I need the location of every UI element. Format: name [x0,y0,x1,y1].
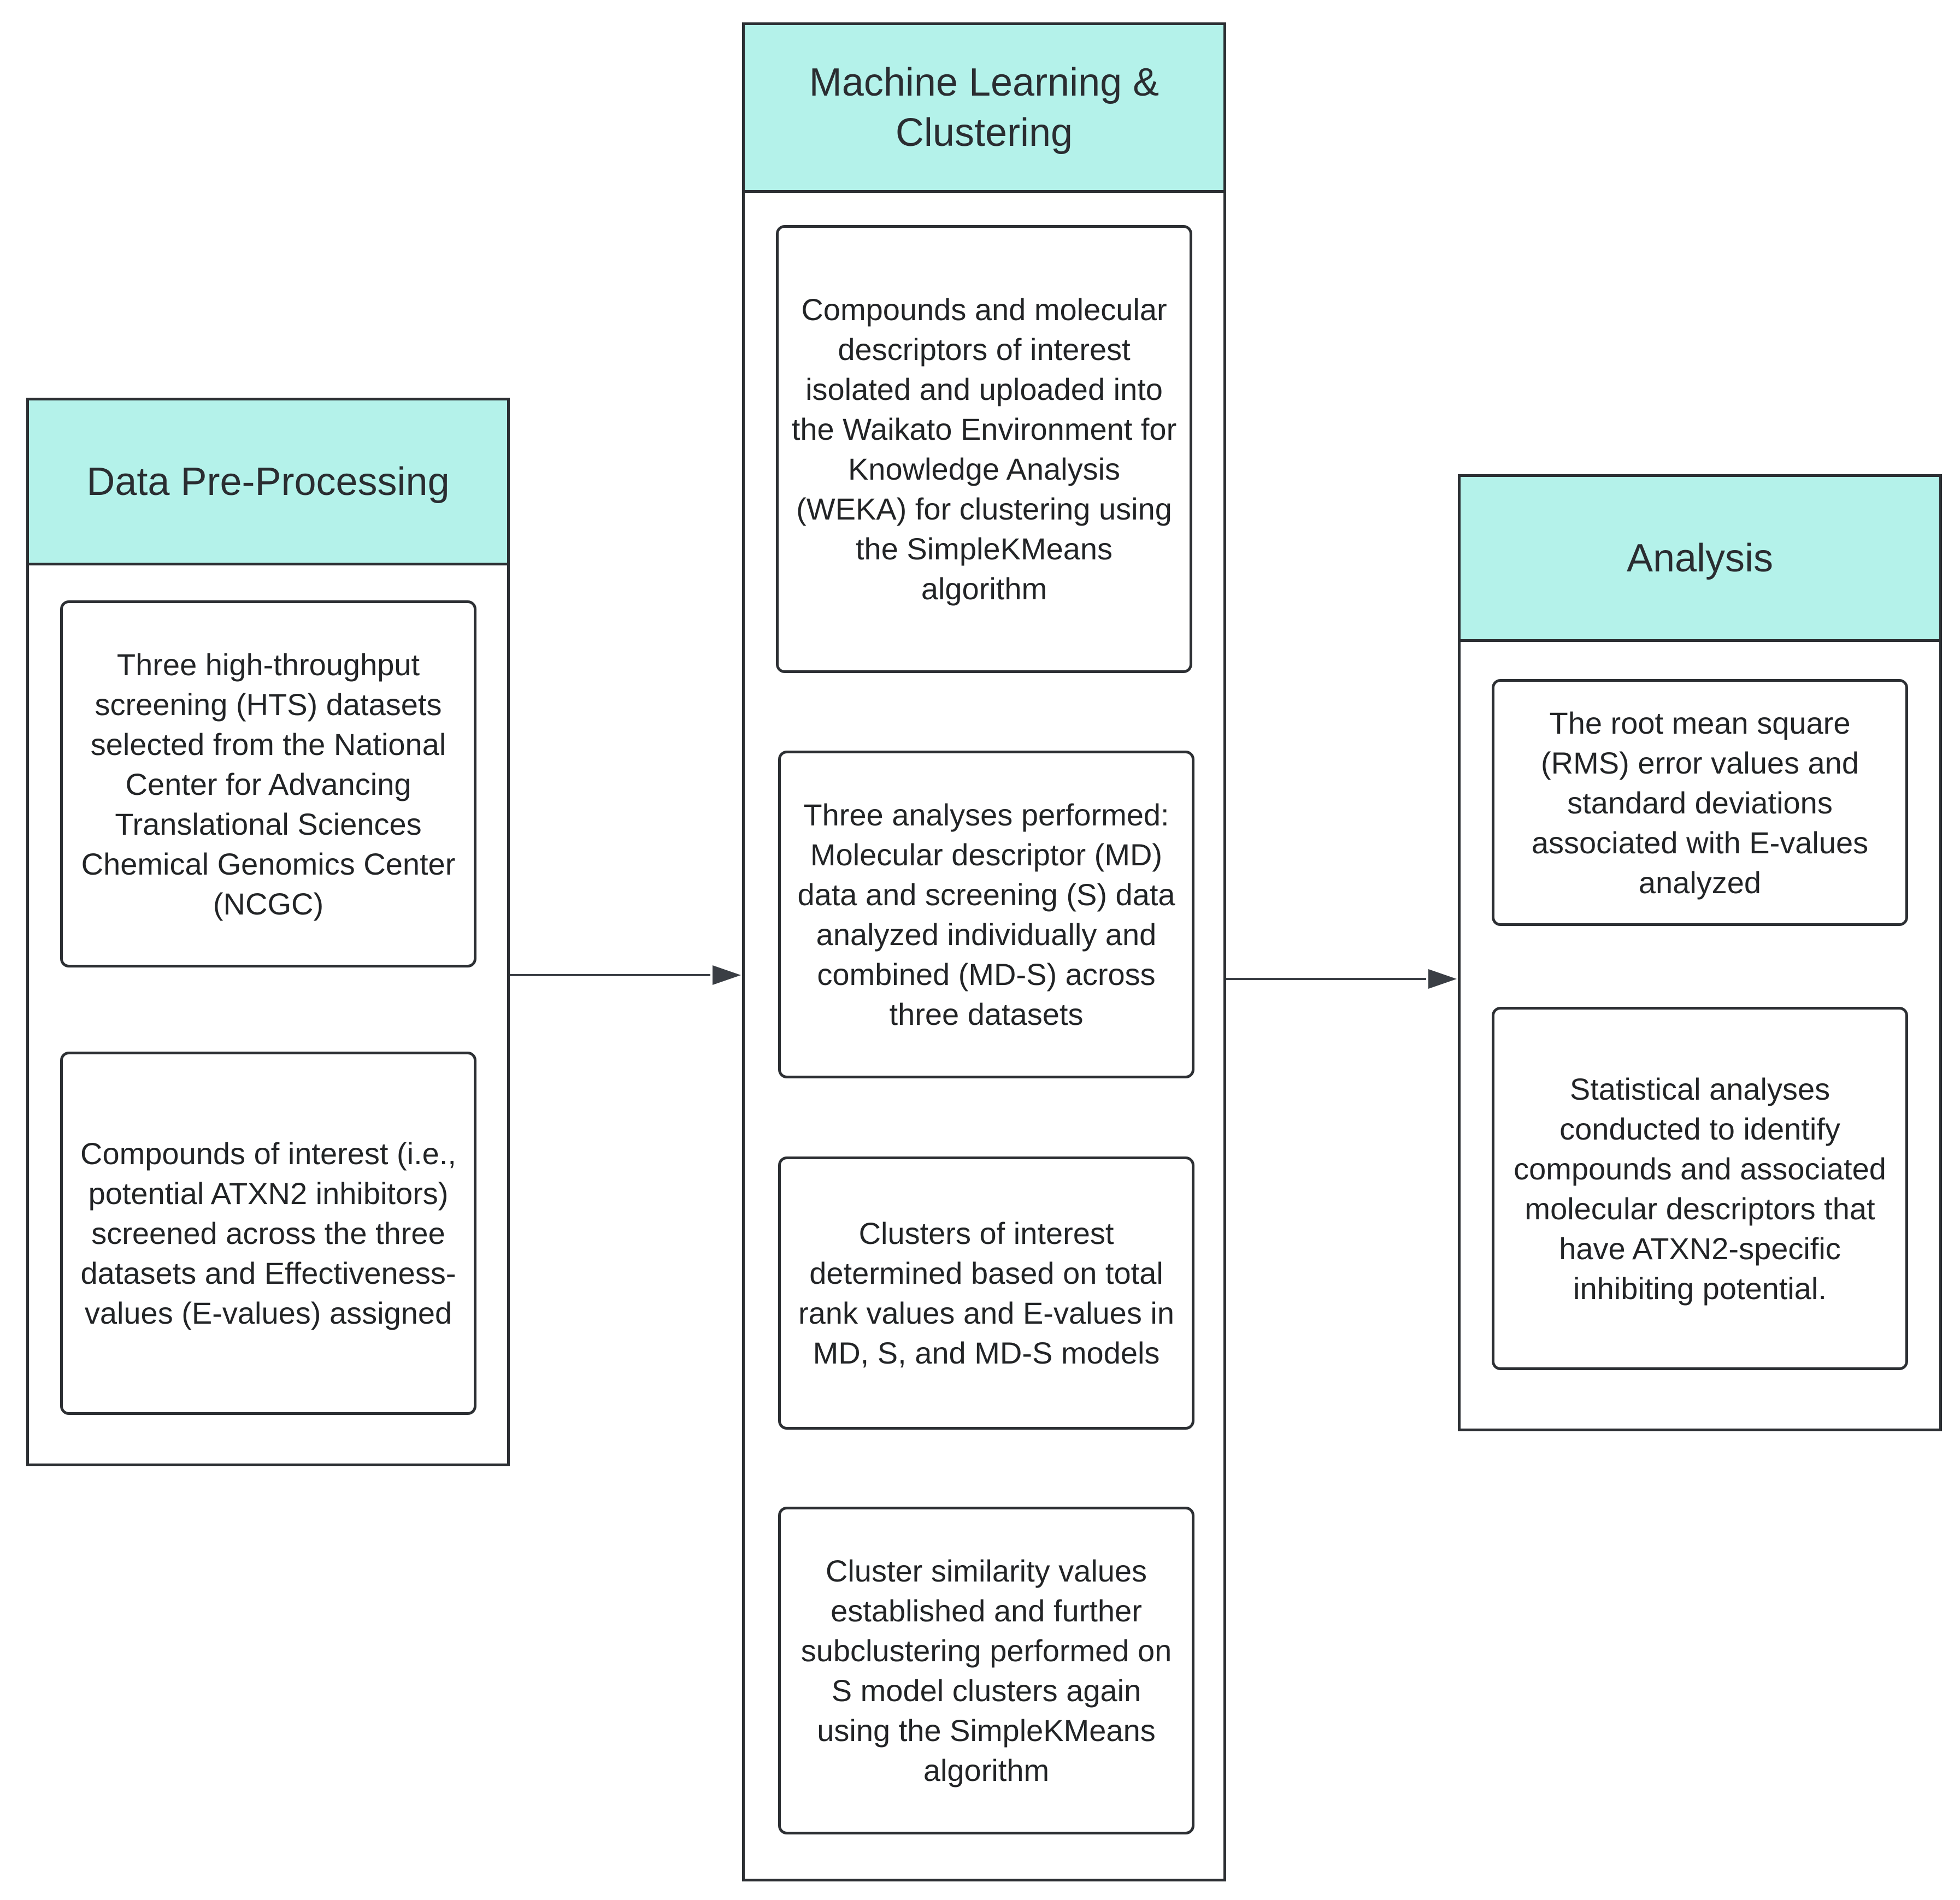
step-compounds-screened: Compounds of interest (i.e., potential A… [60,1052,476,1415]
step-text: Statistical analyses conducted to identi… [1514,1071,1886,1306]
step-text: Compounds and molecular descriptors of i… [791,292,1177,606]
step-weka-upload: Compounds and molecular descriptors of i… [776,225,1192,673]
step-statistical-analyses: Statistical analyses conducted to identi… [1492,1007,1908,1370]
column-title-analysis: Analysis [1626,536,1774,580]
arrow-preprocessing-to-ml-head [713,965,741,985]
step-text: Cluster similarity values established an… [801,1554,1172,1787]
step-text: Three analyses performed: Molecular desc… [797,798,1175,1031]
step-text: Compounds of interest (i.e., potential A… [80,1136,456,1330]
column-header-machine-learning-clustering: Machine Learning & Clustering [745,25,1223,193]
column-header-data-preprocessing: Data Pre-Processing [29,400,507,565]
column-title-data-preprocessing: Data Pre-Processing [86,459,450,504]
step-rms-error-values: The root mean square (RMS) error values … [1492,679,1908,926]
step-cluster-similarity: Cluster similarity values established an… [778,1507,1194,1834]
step-hts-datasets-selected: Three high-throughput screening (HTS) da… [60,600,476,967]
step-clusters-of-interest: Clusters of interest determined based on… [778,1156,1194,1430]
arrow-ml-to-analysis-head [1428,969,1457,989]
column-header-analysis: Analysis [1461,477,1939,642]
column-title-machine-learning-clustering: Machine Learning & Clustering [809,61,1159,155]
step-text: The root mean square (RMS) error values … [1531,705,1869,900]
step-text: Three high-throughput screening (HTS) da… [81,647,456,921]
step-three-analyses: Three analyses performed: Molecular desc… [778,751,1194,1078]
step-text: Clusters of interest determined based on… [798,1216,1174,1370]
